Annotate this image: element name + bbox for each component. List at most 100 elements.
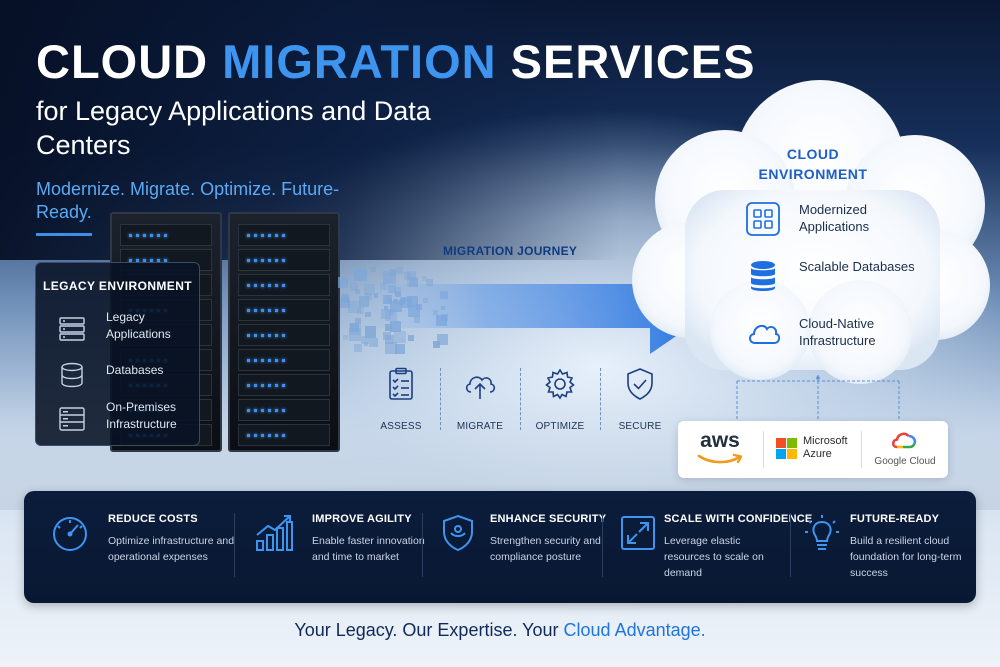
pixel-square xyxy=(426,279,434,287)
pixel-square xyxy=(403,271,412,280)
pixel-square xyxy=(385,334,395,345)
benefit-title: SCALE WITH CONFIDENCE xyxy=(664,513,813,525)
footer-accent: Cloud Advantage. xyxy=(563,620,706,640)
speedometer-icon xyxy=(53,517,87,551)
step-label: ASSESS xyxy=(380,421,422,432)
migration-journey-label: MIGRATION JOURNEY xyxy=(443,244,578,258)
benefit-description: Leverage elastic resources to scale on d… xyxy=(664,535,764,579)
cloud-item-label: Cloud-Native Infrastructure xyxy=(799,316,876,348)
provider-connector xyxy=(736,375,900,420)
google-cloud-wordmark: Google Cloud xyxy=(874,456,936,467)
benefit-enhance-security: ENHANCE SECURITY Strengthen security and… xyxy=(438,491,618,603)
benefit-improve-agility: IMPROVE AGILITY Enable faster innovation… xyxy=(254,491,434,603)
azure-wordmark: Microsoft Azure xyxy=(803,435,848,460)
benefit-divider xyxy=(790,513,791,577)
pixel-square xyxy=(340,294,349,303)
step-divider xyxy=(520,368,521,430)
pixel-square xyxy=(353,343,362,352)
pixel-square xyxy=(385,342,398,355)
footer-text: Your Legacy. Our Expertise. Your xyxy=(294,620,559,640)
step-label: OPTIMIZE xyxy=(535,421,585,432)
pixel-square xyxy=(361,335,370,344)
grid-apps-icon xyxy=(746,202,780,236)
aws-logo: aws xyxy=(690,429,750,469)
title-accent: MIGRATION xyxy=(222,35,497,88)
footer-tagline: Your Legacy. Our Expertise. Your Cloud A… xyxy=(0,620,1000,641)
benefit-scale-with-confidence: SCALE WITH CONFIDENCE Leverage elastic r… xyxy=(618,491,812,603)
legacy-item-applications: Legacy Applications xyxy=(58,309,198,349)
pixel-square xyxy=(394,344,405,354)
pixel-square xyxy=(421,275,428,282)
pixel-square xyxy=(407,277,418,288)
pixel-square xyxy=(343,335,349,341)
pixel-square xyxy=(355,289,360,294)
provider-divider xyxy=(861,431,862,468)
pixel-square xyxy=(364,341,369,346)
benefit-title: FUTURE-READY xyxy=(850,513,940,525)
benefits-bar: REDUCE COSTS Optimize infrastructure and… xyxy=(24,491,976,603)
benefit-reduce-costs: REDUCE COSTS Optimize infrastructure and… xyxy=(50,491,240,603)
pixel-square xyxy=(353,267,359,273)
growth-chart-icon xyxy=(256,515,293,551)
pixel-square xyxy=(436,333,448,345)
pixel-square xyxy=(371,267,376,272)
legacy-environment-panel: LEGACY ENVIRONMENT Legacy Applications D… xyxy=(35,262,200,446)
rack-unit xyxy=(238,299,330,321)
legacy-item-databases: Databases xyxy=(58,355,198,395)
cloud-icon xyxy=(749,324,780,344)
benefit-title: REDUCE COSTS xyxy=(108,513,198,525)
page-subtitle: for Legacy Applications and Data Centers xyxy=(36,96,431,160)
benefit-divider xyxy=(602,513,603,577)
rack-unit xyxy=(238,349,330,371)
google-cloud-icon xyxy=(891,432,917,449)
benefit-description: Build a resilient cloud foundation for l… xyxy=(850,535,962,579)
accent-rule xyxy=(36,233,92,236)
benefit-title: ENHANCE SECURITY xyxy=(490,513,607,525)
pixel-square xyxy=(407,271,416,280)
pixel-square xyxy=(349,322,360,333)
pixel-square xyxy=(407,334,414,341)
step-divider xyxy=(440,368,441,430)
pixel-square xyxy=(394,331,406,344)
cloud-item-infrastructure: Cloud-Native Infrastructure xyxy=(746,314,946,354)
legacy-item-label: On-Premises Infrastructure xyxy=(106,400,177,431)
pixel-square xyxy=(340,297,351,309)
cloud-item-applications: Modernized Applications xyxy=(746,200,946,240)
pixel-square xyxy=(349,282,358,291)
benefit-description: Optimize infrastructure and operational … xyxy=(108,535,235,563)
benefit-divider xyxy=(234,513,235,577)
benefit-divider xyxy=(422,513,423,577)
shield-icon xyxy=(443,514,473,552)
cloud-title: CLOUD ENVIRONMENT xyxy=(758,146,868,182)
azure-logo: Microsoft Azure xyxy=(776,435,856,465)
rack-unit xyxy=(238,249,330,271)
benefit-description: Enable faster innovation and time to mar… xyxy=(312,535,425,563)
lightbulb-icon xyxy=(805,515,839,550)
rack-unit xyxy=(120,224,212,246)
title-end: SERVICES xyxy=(510,35,756,88)
legacy-item-label: Legacy Applications xyxy=(106,310,171,341)
rack-unit xyxy=(238,274,330,296)
pixel-square xyxy=(337,277,349,288)
pixel-square xyxy=(408,277,418,287)
page-title: CLOUD MIGRATION SERVICES xyxy=(36,34,756,89)
cloud-upload-icon xyxy=(465,376,496,399)
rack-icon xyxy=(59,407,85,431)
microsoft-logo-icon xyxy=(776,438,798,460)
database-icon xyxy=(751,261,775,291)
google-cloud-logo: Google Cloud xyxy=(870,431,940,469)
tagline: Modernize. Migrate. Optimize. Future-Rea… xyxy=(36,179,340,222)
aws-wordmark: aws xyxy=(700,429,740,452)
step-label: SECURE xyxy=(618,421,662,432)
benefit-description: Strengthen security and compliance postu… xyxy=(490,535,601,563)
provider-divider xyxy=(763,431,764,468)
expand-icon xyxy=(621,516,655,550)
step-assess: ASSESS xyxy=(361,366,441,436)
rack-unit xyxy=(238,424,330,446)
step-migrate: MIGRATE xyxy=(440,366,520,436)
pixel-square xyxy=(395,266,403,274)
title-main: CLOUD xyxy=(36,35,209,88)
cloud-item-databases: Scalable Databases xyxy=(746,257,946,297)
benefit-future-ready: FUTURE-READY Build a resilient cloud fou… xyxy=(802,491,972,603)
shield-check-icon xyxy=(627,368,653,400)
